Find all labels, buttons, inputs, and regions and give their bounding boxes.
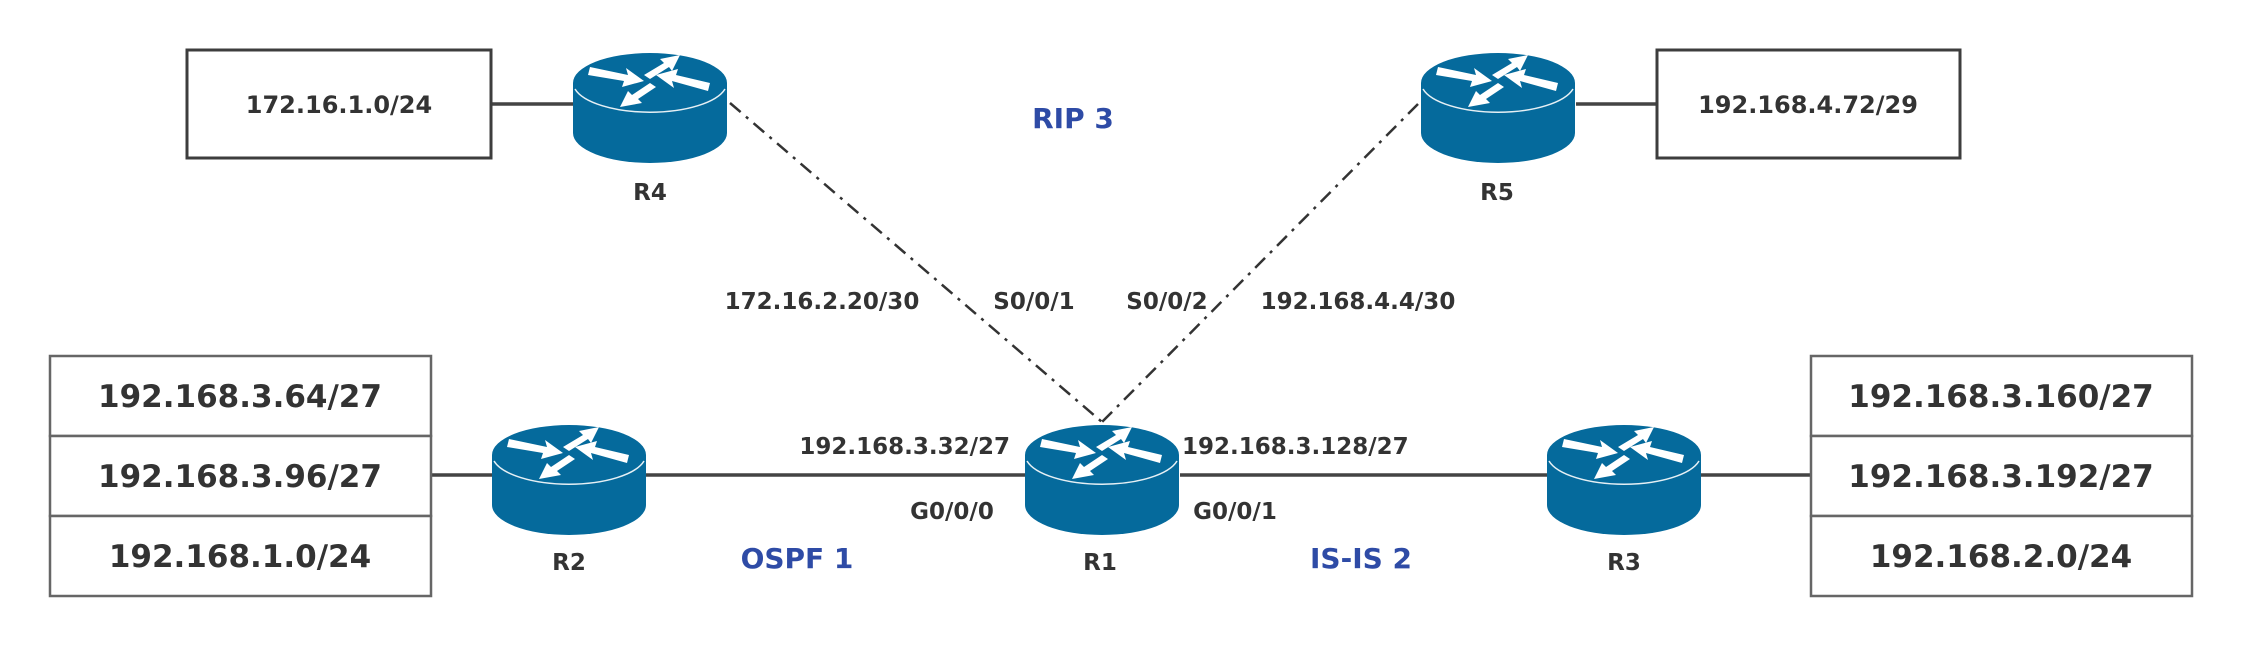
- network-label: 172.16.1.0/24: [246, 91, 432, 119]
- router-label: R1: [1083, 550, 1117, 576]
- serial-link-r1-r5: [1101, 103, 1419, 423]
- interface-label-s0-0-1: S0/0/1: [993, 289, 1074, 315]
- router-label: R3: [1607, 550, 1641, 576]
- subnet-label-r1-r2: 192.168.3.32/27: [799, 434, 1010, 460]
- network-label: 192.168.3.160/27: [1848, 379, 2154, 415]
- interface-label-s0-0-2: S0/0/2: [1126, 289, 1207, 315]
- network-row: [1809, 354, 2194, 438]
- network-label: 192.168.3.64/27: [98, 379, 382, 415]
- protocol-label-ospf: OSPF 1: [741, 542, 854, 575]
- network-stack-r3: 192.168.3.160/27 192.168.3.192/27 192.16…: [1809, 354, 2194, 598]
- router-label: R2: [552, 550, 586, 576]
- router-icon: [491, 424, 647, 536]
- router-icon: [1546, 424, 1702, 536]
- network-label: 192.168.4.72/29: [1698, 91, 1918, 119]
- network-box-r4-lan: 172.16.1.0/24: [185, 48, 493, 160]
- subnet-label-r1-r5: 192.168.4.4/30: [1261, 289, 1456, 315]
- router-icon: [1024, 424, 1180, 536]
- router-label: R4: [633, 180, 667, 206]
- router-r5[interactable]: R5: [1420, 52, 1576, 206]
- network-box-r5-lan: 192.168.4.72/29: [1655, 48, 1962, 160]
- subnet-label-r1-r3: 192.168.3.128/27: [1182, 434, 1409, 460]
- network-label: 192.168.2.0/24: [1870, 539, 2132, 575]
- network-row: [48, 354, 433, 438]
- router-r2[interactable]: R2: [491, 424, 647, 576]
- network-stack-r2: 192.168.3.64/27 192.168.3.96/27 192.168.…: [48, 354, 433, 598]
- subnet-label-r1-r4: 172.16.2.20/30: [725, 289, 920, 315]
- network-row: [48, 514, 433, 598]
- router-r4[interactable]: R4: [572, 52, 728, 206]
- interface-label-g0-0-0: G0/0/0: [910, 499, 994, 525]
- network-label: 192.168.3.96/27: [98, 459, 382, 495]
- router-r3[interactable]: R3: [1546, 424, 1702, 576]
- router-icon: [1420, 52, 1576, 164]
- serial-link-r1-r4: [729, 102, 1103, 423]
- network-label: 192.168.1.0/24: [109, 539, 371, 575]
- network-row: [1809, 514, 2194, 598]
- network-label: 192.168.3.192/27: [1848, 459, 2154, 495]
- interface-label-g0-0-1: G0/0/1: [1193, 499, 1277, 525]
- protocol-label-rip: RIP 3: [1032, 102, 1114, 135]
- router-icon: [572, 52, 728, 164]
- network-row: [48, 434, 433, 518]
- router-label: R5: [1480, 180, 1514, 206]
- network-row: [1809, 434, 2194, 518]
- protocol-label-isis: IS-IS 2: [1310, 542, 1412, 575]
- router-r1[interactable]: R1: [1024, 424, 1180, 576]
